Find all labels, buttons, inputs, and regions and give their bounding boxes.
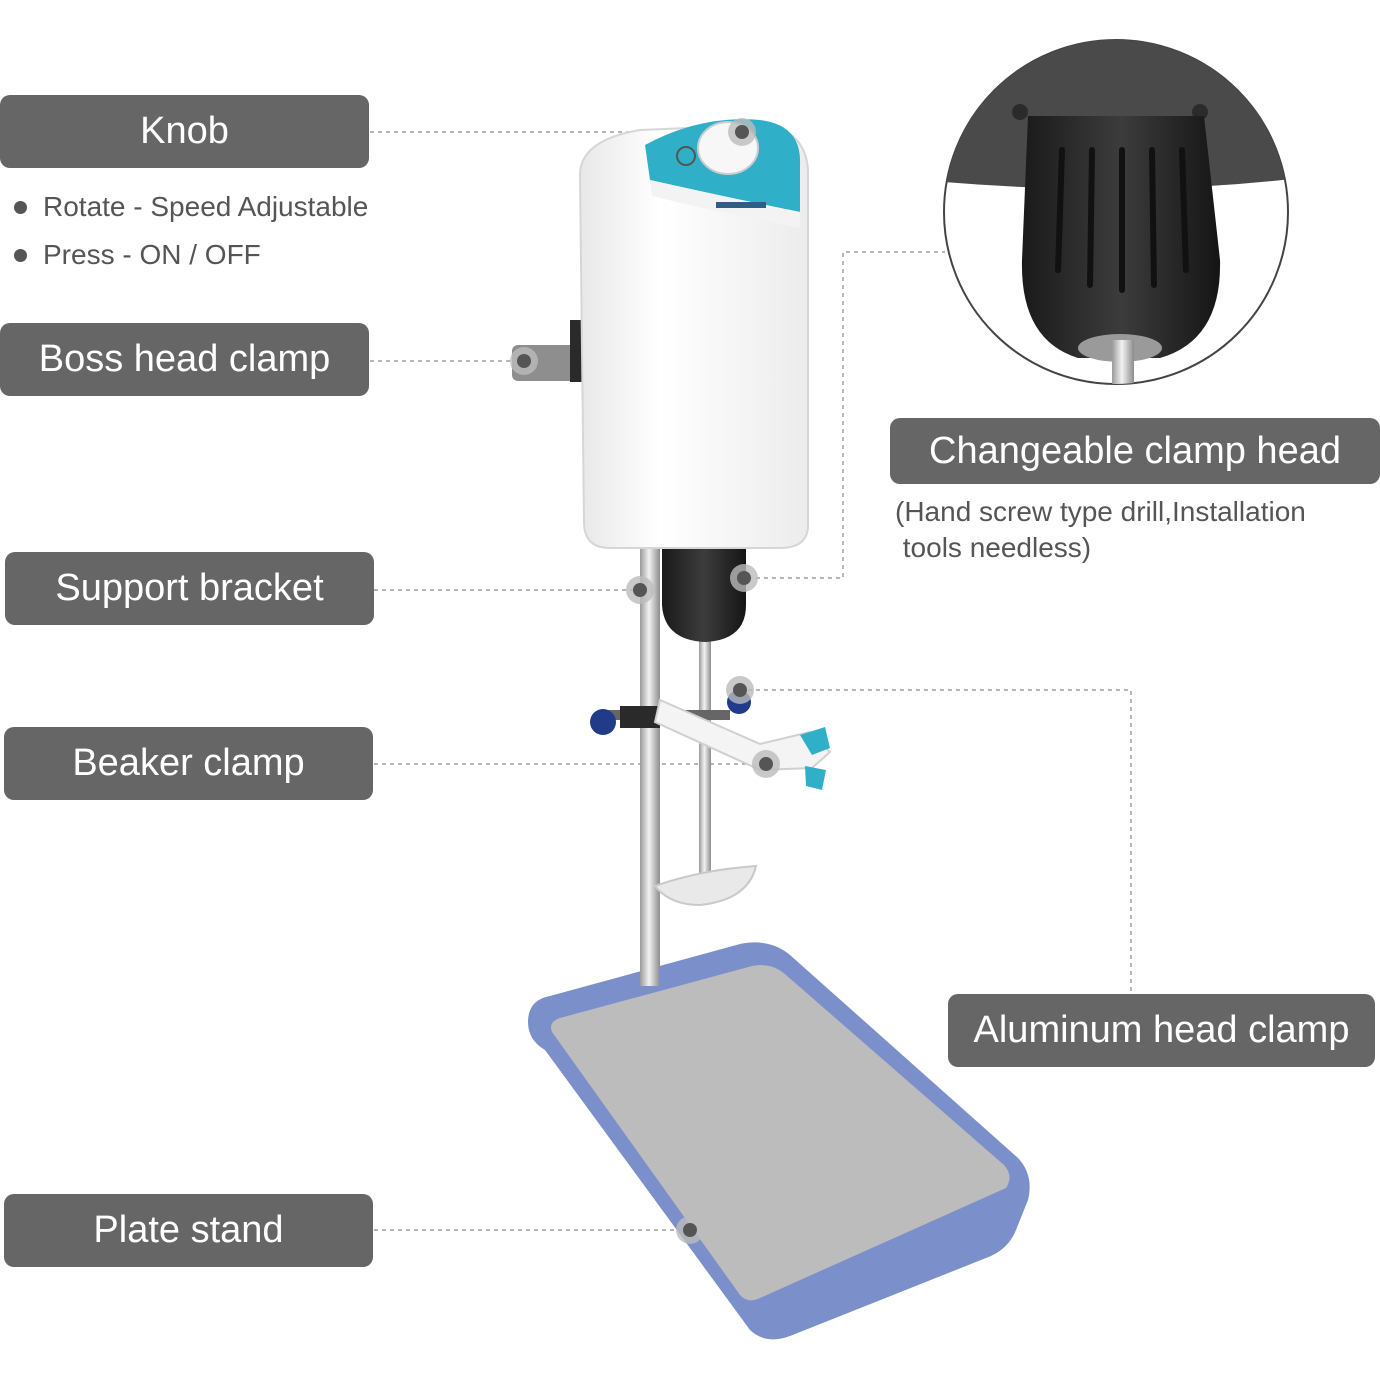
label-aluminum-head-clamp: Aluminum head clamp [948, 994, 1375, 1067]
clamp-head-note-line: (Hand screw type drill,Installation [895, 496, 1306, 527]
clamp-head-note-line: tools needless) [895, 532, 1092, 563]
label-knob: Knob [0, 95, 369, 168]
leader-lines [370, 131, 1132, 1231]
label-beaker-clamp: Beaker clamp [4, 727, 373, 800]
label-changeable-clamp-head: Changeable clamp head [890, 418, 1380, 484]
hotspot-dots [510, 118, 780, 1244]
label-plate-stand: Plate stand [4, 1194, 373, 1267]
knob-feature-list: Rotate - Speed Adjustable Press - ON / O… [14, 183, 368, 279]
bullet-dot-icon [14, 200, 27, 214]
knob-feature-item: Rotate - Speed Adjustable [14, 183, 368, 231]
label-support-bracket: Support bracket [5, 552, 374, 625]
impeller [653, 864, 758, 907]
knob-feature-text: Press - ON / OFF [43, 239, 261, 270]
motor-body [578, 123, 809, 549]
knob-feature-item: Press - ON / OFF [14, 231, 368, 279]
label-boss-head-clamp: Boss head clamp [0, 323, 369, 396]
knob-feature-text: Rotate - Speed Adjustable [43, 191, 369, 222]
clamp-head-note: (Hand screw type drill,Installation tool… [895, 494, 1306, 566]
drill-chuck [662, 545, 746, 642]
bullet-dot-icon [14, 248, 27, 262]
support-rod [640, 536, 660, 986]
clamp-head-closeup [943, 39, 1289, 385]
stirring-shaft [699, 636, 711, 898]
plate-stand-base [528, 942, 1030, 1340]
